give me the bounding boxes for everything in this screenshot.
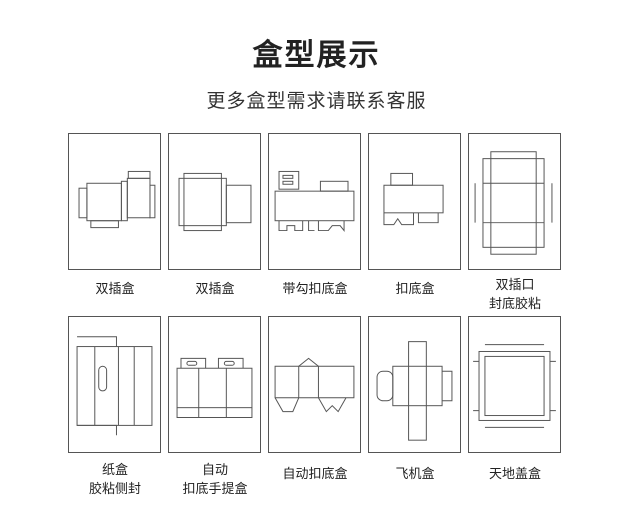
box-label-line1: 双插口 [495, 278, 535, 293]
box-label-line1: 自动 [201, 463, 228, 478]
page-title: 盒型展示 [252, 38, 381, 73]
box-label: 扣底盒 [395, 282, 435, 297]
box-label-line2: 胶粘侧封 [88, 482, 141, 497]
double-tuck-box-icon [78, 170, 156, 229]
box-label: 飞机盒 [395, 467, 435, 482]
box-card-side-glued-paper-box [68, 316, 161, 453]
box-label-line2: 扣底手提盒 [182, 482, 248, 497]
mailer-box-icon [376, 341, 453, 441]
box-card-double-tuck-box [168, 133, 261, 270]
box-label: 双插口封底胶粘 [460, 276, 570, 314]
box-card-mailer-box [368, 316, 461, 453]
box-label: 自动扣底盒 [282, 467, 348, 482]
box-card-double-tuck-glued-bottom-box [468, 133, 561, 270]
box-label-line1: 纸盒 [101, 463, 128, 478]
double-tuck-box-icon [178, 172, 252, 232]
auto-lock-handle-box-icon [176, 357, 253, 419]
side-glued-paper-box-icon [76, 336, 153, 436]
box-label: 自动扣底手提盒 [160, 461, 270, 499]
box-card-double-tuck-box [68, 133, 161, 270]
box-label: 带勾扣底盒 [282, 282, 348, 297]
box-card-lid-and-base-box [468, 316, 561, 453]
box-label-line2: 封底胶粘 [488, 297, 541, 312]
box-card-auto-lock-bottom-box [268, 316, 361, 453]
box-label: 双插盒 [95, 282, 135, 297]
box-label: 纸盒胶粘侧封 [60, 461, 170, 499]
auto-lock-bottom-box-icon [274, 357, 355, 413]
page-subtitle: 更多盒型需求请联系客服 [206, 90, 427, 112]
box-card-auto-lock-handle-box [168, 316, 261, 453]
box-card-lock-bottom-box [368, 133, 461, 270]
double-tuck-glued-bottom-box-icon [474, 151, 553, 255]
box-label: 双插盒 [195, 282, 235, 297]
lock-bottom-box-icon [383, 172, 444, 226]
hook-lock-bottom-box-icon [274, 170, 355, 232]
box-label: 天地盖盒 [488, 467, 541, 482]
box-card-hook-lock-bottom-box [268, 133, 361, 270]
lid-and-base-box-icon [473, 344, 556, 428]
